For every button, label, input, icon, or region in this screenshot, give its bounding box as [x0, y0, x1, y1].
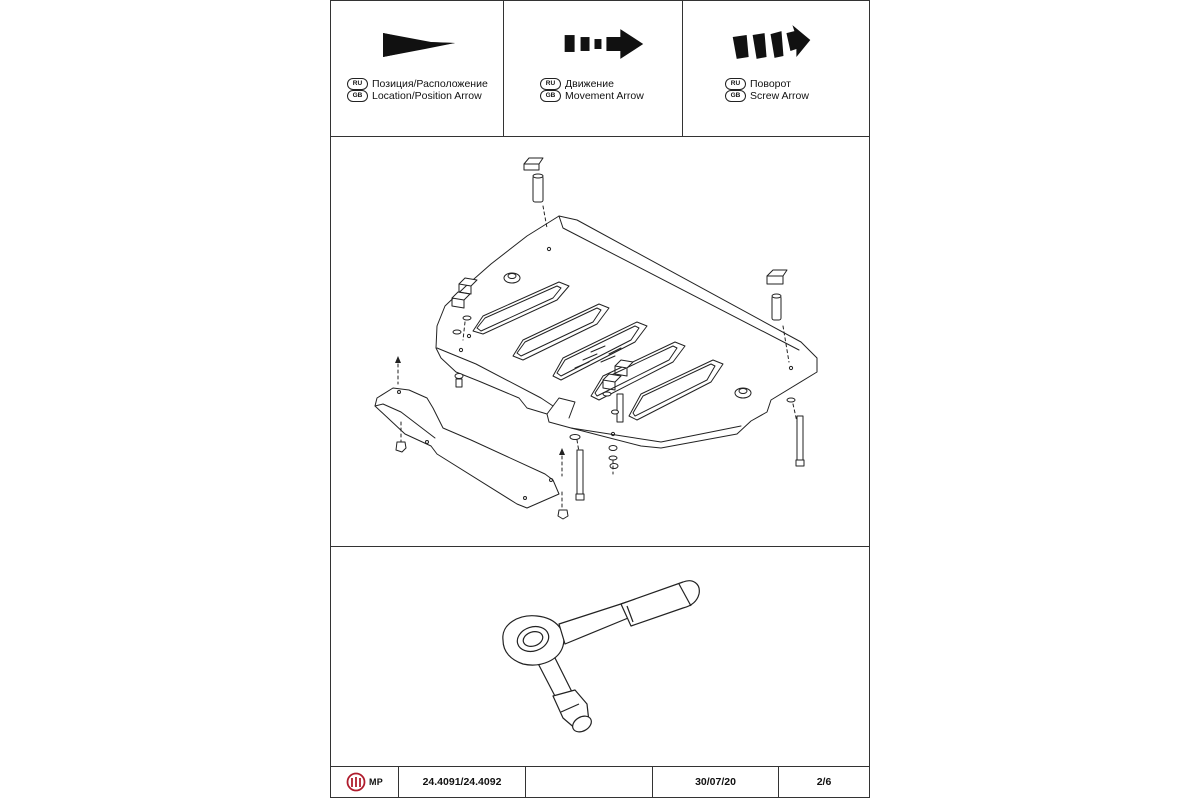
ru-badge: RU	[540, 78, 561, 90]
tool-panel	[331, 546, 869, 767]
gb-badge: GB	[725, 90, 746, 102]
legend-screw-arrow: RU Поворот GB Screw Arrow	[682, 1, 869, 136]
left-bracket	[451, 277, 478, 388]
location-arrow-icon	[383, 33, 455, 57]
legend-gb-text: Screw Arrow	[750, 90, 809, 102]
legend-gb-text: Movement Arrow	[565, 90, 644, 102]
right-bracket	[766, 269, 805, 467]
legend-label-location: RU Позиция/Расположение GB Location/Positi…	[347, 78, 488, 102]
plate-front-edge	[558, 215, 800, 351]
legend-label-movement: RU Движение GB Movement Arrow	[540, 78, 644, 102]
legend-movement-arrow: RU Движение GB Movement Arrow	[503, 1, 682, 136]
gb-badge: GB	[540, 90, 561, 102]
legend-ru-text: Движение	[565, 78, 614, 90]
legend-location-arrow: RU Позиция/Расположение GB Location/Positi…	[331, 1, 503, 136]
ru-badge: RU	[347, 78, 368, 90]
legend-row: RU Позиция/Расположение GB Location/Positi…	[331, 1, 869, 137]
ratchet-wrench-with-socket-icon	[502, 580, 700, 733]
legend-ru-text: Позиция/Расположение	[372, 78, 488, 90]
mp-logo-icon	[346, 772, 366, 791]
part-number: 24.4091/24.4092	[398, 766, 525, 797]
page-number: 2/6	[778, 766, 869, 797]
date: 30/07/20	[652, 766, 778, 797]
movement-arrow-icon	[564, 29, 644, 59]
top-bracket	[523, 157, 548, 229]
screw-arrow-icon	[732, 25, 811, 59]
plate-lower-fold	[570, 425, 742, 443]
blank-cell	[525, 766, 652, 797]
diagram-panel	[331, 136, 869, 547]
skid-plate-exploded-diagram	[374, 157, 818, 520]
legend-ru-text: Поворот	[750, 78, 791, 90]
footer: MP 24.4091/24.4092 30/07/20 2/6	[331, 766, 869, 797]
instruction-sheet: RU Позиция/Расположение GB Location/Positi…	[330, 0, 870, 798]
center-bracket	[602, 359, 634, 423]
footer-brand-cell: MP	[331, 766, 398, 797]
front-cross-member	[374, 356, 569, 520]
brand-name: MP	[368, 776, 384, 787]
plate-left-flap	[546, 397, 576, 419]
gb-badge: GB	[347, 90, 368, 102]
ru-badge: RU	[725, 78, 746, 90]
legend-gb-text: Location/Position Arrow	[372, 90, 482, 102]
plate-fold-line	[436, 347, 554, 407]
legend-label-screw: RU Поворот GB Screw Arrow	[725, 78, 809, 102]
lower-fasteners	[569, 434, 619, 501]
